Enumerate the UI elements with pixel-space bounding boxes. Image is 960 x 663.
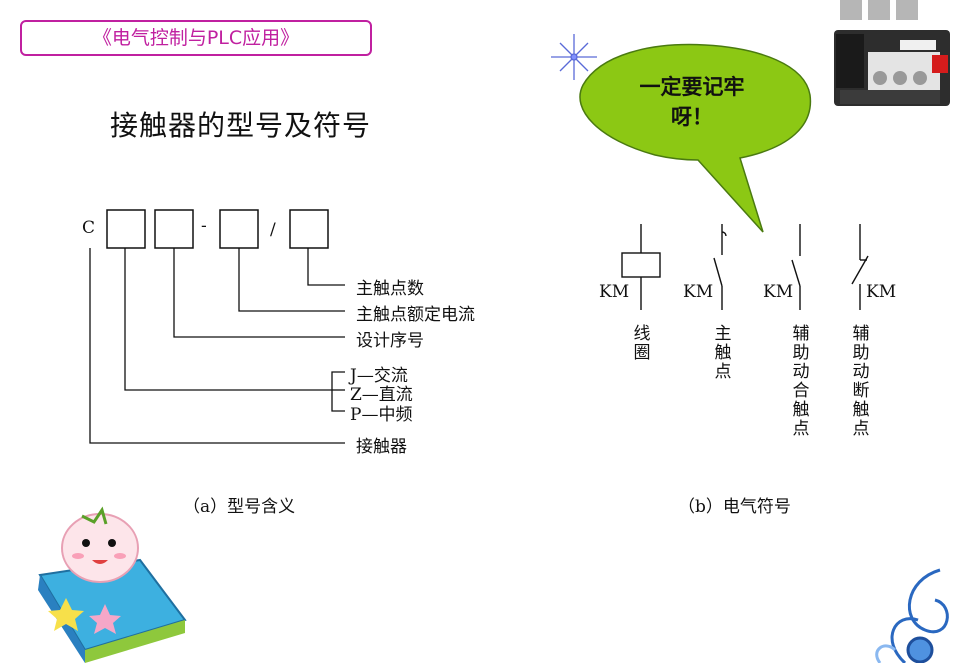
speech-bubble — [579, 43, 812, 233]
decorative-swirl-ornament — [875, 568, 949, 663]
aux-no-tag: KM — [763, 282, 794, 302]
code-box-1 — [106, 209, 146, 249]
code-box-4 — [289, 209, 329, 249]
main-contact-symbol — [713, 224, 727, 310]
slide-title: 接触器的型号及符号 — [110, 109, 372, 142]
label-dc: Z—直流 — [350, 385, 413, 405]
cartoon-book-mascot — [38, 506, 187, 663]
label-contactor: 接触器 — [356, 437, 407, 457]
aux-nc-contact-symbol — [851, 224, 869, 310]
aux-no-contact-symbol — [791, 224, 801, 310]
label-ac: J—交流 — [350, 366, 408, 386]
coil-tag: KM — [599, 282, 630, 302]
callout-line-1: 一定要记牢 — [639, 75, 745, 99]
coil-symbol — [621, 224, 661, 310]
main-contact-label: 主触点 — [714, 324, 732, 382]
course-title-banner: 《电气控制与PLC应用》 — [20, 20, 372, 56]
leader-lines — [89, 248, 345, 444]
code-box-3 — [219, 209, 259, 249]
label-mf: P—中频 — [350, 405, 413, 425]
label-design-serial: 设计序号 — [356, 331, 424, 351]
sparkle-icon — [551, 34, 597, 80]
code-box-2 — [154, 209, 194, 249]
model-dash: - — [201, 216, 207, 236]
aux-no-label: 辅助动合触点 — [792, 324, 810, 439]
caption-model-meaning: （a）型号含义 — [183, 497, 296, 517]
caption-electrical-symbols: （b）电气符号 — [678, 497, 791, 517]
callout-text: 一定要记牢 呀！ — [602, 72, 782, 132]
callout-line-2: 呀！ — [671, 105, 713, 129]
label-main-contact-rated-current: 主触点额定电流 — [356, 305, 475, 325]
coil-label: 线圈 — [633, 324, 651, 363]
model-slash: / — [270, 220, 276, 240]
contactor-photo — [834, 0, 950, 106]
aux-nc-label: 辅助动断触点 — [852, 324, 870, 439]
main-contact-tag: KM — [683, 282, 714, 302]
model-prefix-c: C — [82, 218, 96, 238]
label-main-contacts-count: 主触点数 — [356, 279, 424, 299]
aux-nc-tag: KM — [866, 282, 897, 302]
